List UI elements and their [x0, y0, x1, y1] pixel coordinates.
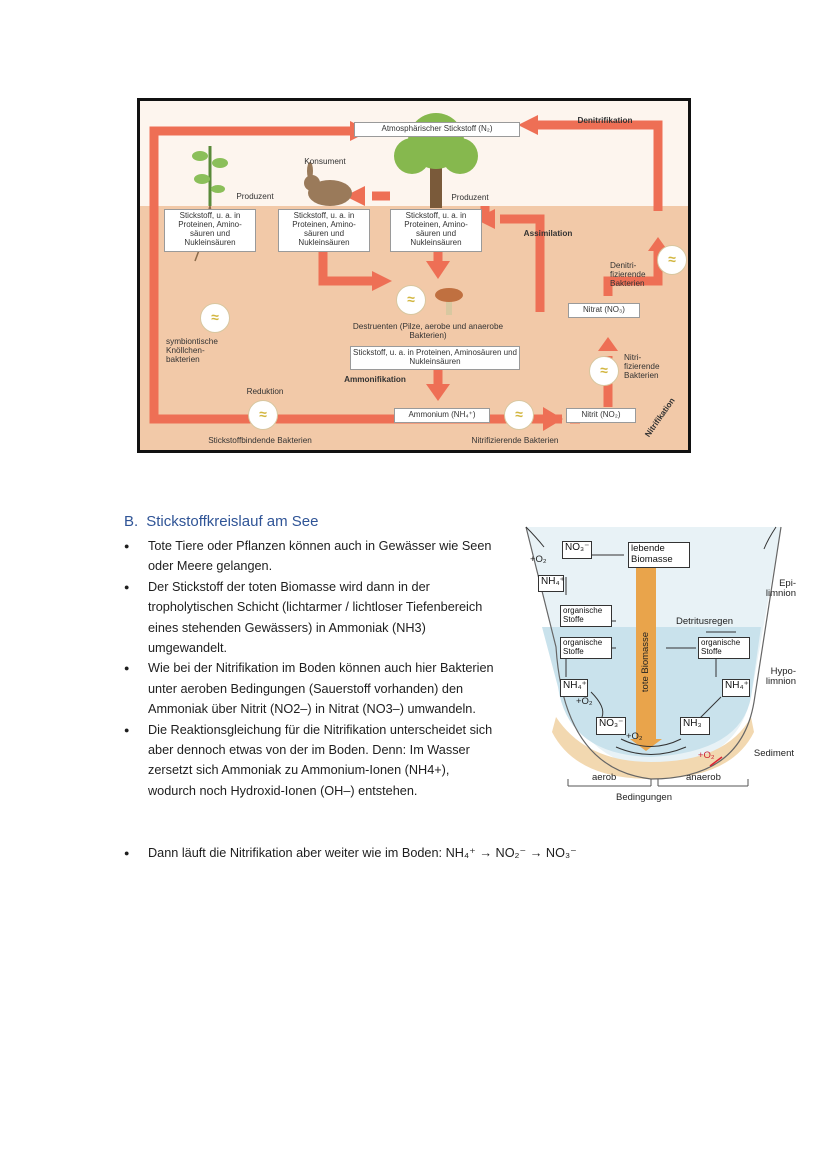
nitrifizierende-label: Nitrifizierende Bakterien	[471, 436, 559, 445]
destruent-bacteria-icon: ≈	[396, 285, 426, 315]
o2-mid-label: +O₂	[576, 696, 593, 707]
destruenten-label: Destruenten (Pilze, aerobe und anaerobe …	[352, 322, 504, 340]
nh4-left-box: NH₄⁺	[560, 679, 588, 697]
epilimnion-label: Epi-limnion	[765, 578, 796, 599]
no3-top-box: NO₃⁻	[562, 541, 592, 559]
tote-biomasse-label: tote Biomasse	[640, 631, 651, 693]
binding-bacteria-icon: ≈	[248, 400, 278, 430]
aerob-label: aerob	[592, 772, 617, 783]
bullet-item: Der Stickstoff der toten Biomasse wird d…	[124, 577, 499, 659]
nitrit-box: Nitrit (NO₂)	[566, 408, 636, 423]
stickstoff-box-2: Stickstoff, u. a. in Proteinen, Amino-sä…	[278, 209, 370, 252]
nh4-top-box: NH₄⁺	[538, 575, 565, 592]
o2-crossed-label: +O₂	[698, 750, 715, 761]
section-heading: B. Stickstoffkreislauf am See	[124, 513, 326, 530]
lake-nitrogen-diagram: NO₃⁻ +O₂ NH₄⁺ lebende Biomasse Epi-limni…	[506, 517, 796, 807]
stickstoff-box-3: Stickstoff, u. a. in Proteinen, Amino-sä…	[390, 209, 482, 252]
anaerob-label: anaerob	[686, 772, 721, 783]
denitri-bakterien-label: Denitri-fizierende Bakterien	[610, 261, 646, 288]
ammonifikation-label: Ammonifikation	[344, 375, 406, 384]
section-letter: B.	[124, 513, 139, 530]
stickstoff-box-1: Stickstoff, u. a. in Proteinen, Amino-sä…	[164, 209, 256, 252]
nitrat-box: Nitrat (NO₃)	[568, 303, 640, 318]
bullet-item: Die Reaktionsgleichung für die Nitrifika…	[124, 720, 499, 802]
nitri-bacteria-icon: ≈	[589, 356, 619, 386]
sediment-label: Sediment	[753, 748, 794, 759]
stickstoff-box-4: Stickstoff, u. a. in Proteinen, Aminosäu…	[350, 346, 520, 370]
lebende-biomasse-box: lebende Biomasse	[628, 542, 690, 568]
atmo-box: Atmosphärischer Stickstoff (N₂)	[354, 122, 520, 137]
symbiont-label: symbiontische Knöllchen-bakterien	[166, 337, 218, 364]
denitrifikation-label: Denitrifikation	[577, 116, 633, 125]
bullet-text: Dann läuft die Nitrifikation aber weiter…	[148, 846, 577, 860]
o2-top-label: +O₂	[530, 554, 547, 565]
bedingungen-label: Bedingungen	[616, 792, 672, 803]
ammonium-box: Ammonium (NH₄⁺)	[394, 408, 490, 423]
o2-bottom-label: +O₂	[626, 731, 643, 742]
hypolimnion-label: Hypo-limnion	[765, 666, 796, 687]
nitrogen-cycle-graphics	[140, 101, 688, 450]
konsument-label: Konsument	[304, 157, 346, 166]
bullet-dot: ●	[124, 848, 130, 858]
nh3-box: NH₃	[680, 717, 710, 735]
organische-stoffe-box-2: organische Stoffe	[560, 637, 612, 659]
root-bacteria-icon: ≈	[200, 303, 230, 333]
detritusregen-label: Detritusregen	[676, 616, 734, 627]
section-title: Stickstoffkreislauf am See	[146, 513, 319, 530]
assimilation-label: Assimilation	[523, 229, 573, 238]
nitrifying-bacteria-icon: ≈	[504, 400, 534, 430]
reduktion-label: Reduktion	[246, 387, 284, 396]
bullet-list: Tote Tiere oder Pflanzen können auch in …	[124, 536, 499, 801]
no3-bottom-box: NO₃⁻	[596, 717, 626, 735]
nitrogen-cycle-diagram: Atmosphärischer Stickstoff (N₂) Denitrif…	[137, 98, 691, 453]
produzent-left-label: Produzent	[236, 192, 274, 201]
organische-stoffe-box-1: organische Stoffe	[560, 605, 612, 627]
lake-graphics	[525, 526, 782, 787]
produzent-right-label: Produzent	[451, 193, 489, 202]
nitri-bakterien-label: Nitri-fizierende Bakterien	[624, 353, 660, 380]
denitri-bacteria-icon: ≈	[657, 245, 687, 275]
organische-stoffe-box-3: organische Stoffe	[698, 637, 750, 659]
nh4-right-box: NH₄⁺	[722, 679, 750, 697]
stickstoffbindende-label: Stickstoffbindende Bakterien	[208, 436, 312, 445]
bullet-item: Wie bei der Nitrifikation im Boden könne…	[124, 658, 499, 719]
bullet-item: Tote Tiere oder Pflanzen können auch in …	[124, 536, 499, 577]
